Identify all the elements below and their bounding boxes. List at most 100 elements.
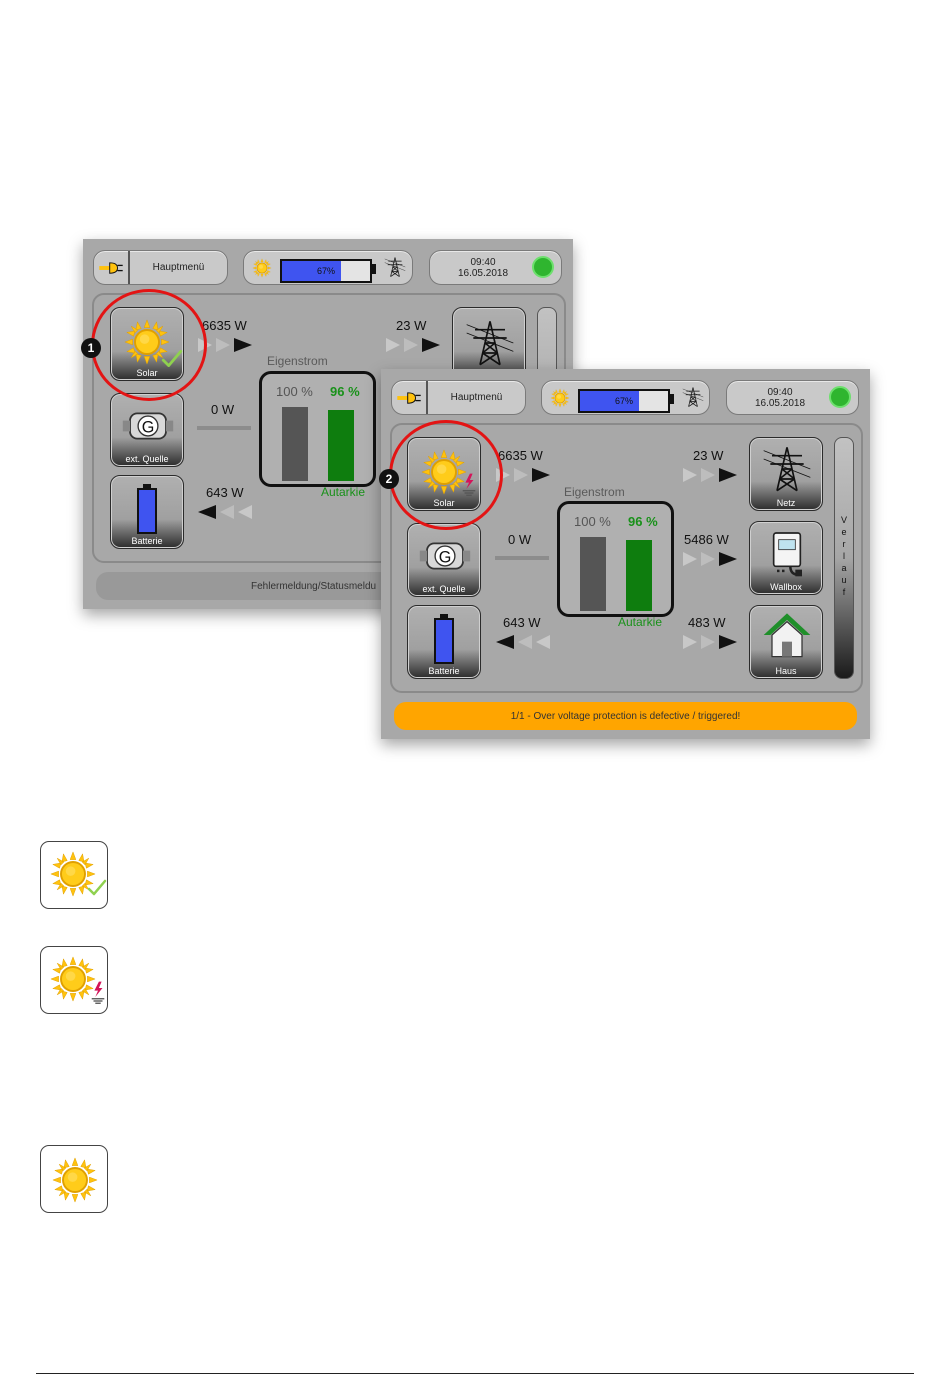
ext-source-label: ext. Quelle: [422, 584, 466, 594]
ext-power: 0 W: [211, 402, 235, 417]
datetime-display: 09:40 16.05.2018: [726, 380, 859, 415]
grid-power: 23 W: [396, 318, 427, 333]
pylon-icon: [762, 444, 812, 494]
flow-arrow-right: [386, 337, 446, 353]
battery-level-fill: [580, 391, 639, 411]
solar-power: 6635 W: [498, 448, 543, 463]
ext-power: 0 W: [508, 532, 532, 547]
generator-icon: [418, 538, 472, 574]
ext-source-tile[interactable]: ext. Quelle: [110, 393, 184, 467]
battery-level-text: 67%: [316, 266, 335, 276]
grid-label: Netz: [776, 498, 796, 508]
battery-level-text: 67%: [614, 396, 633, 406]
sun-check-icon: [40, 841, 108, 909]
history-letter: e: [841, 527, 847, 537]
battery-label: Batterie: [131, 536, 163, 546]
clock-date: 16.05.2018: [457, 268, 509, 279]
callout-marker: 1: [81, 338, 101, 358]
wallbox-power: 5486 W: [684, 532, 729, 547]
main-menu-button[interactable]: Hauptmenü: [93, 250, 228, 285]
flow-arrow-right: [683, 551, 743, 567]
battery-icon-tip: [440, 614, 448, 618]
battery-tile[interactable]: Batterie: [407, 605, 481, 679]
pylon-icon: [384, 256, 406, 278]
battery-tip: [372, 264, 376, 274]
generator-icon: [121, 408, 175, 444]
flow-arrow-right: [683, 467, 743, 483]
footer-rule: [36, 1373, 914, 1374]
grid-power: 23 W: [693, 448, 724, 463]
wallbox-tile[interactable]: Wallbox: [749, 521, 823, 595]
battery-level-fill: [282, 261, 341, 281]
history-letter: a: [841, 563, 847, 573]
autarkie-bar: [328, 410, 354, 481]
globe-icon[interactable]: [532, 256, 554, 278]
battery-level-bar: 67%: [578, 389, 670, 413]
history-letter: f: [842, 587, 846, 597]
eigenstrom-percent: 100 %: [574, 514, 611, 529]
highlight-circle: [389, 420, 503, 530]
battery-status-bar: 67%: [541, 380, 710, 415]
battery-status-bar: 67%: [243, 250, 413, 285]
eigenstrom-bar: [282, 407, 308, 481]
grid-tile[interactable]: [452, 307, 526, 381]
ext-source-tile[interactable]: ext. Quelle: [407, 523, 481, 597]
battery-label: Batterie: [428, 666, 460, 676]
globe-icon[interactable]: [829, 386, 851, 408]
history-letter: r: [842, 539, 846, 549]
self-consumption-box: 100 % 96 %: [259, 371, 376, 487]
house-power: 483 W: [688, 615, 726, 630]
highlight-circle: [91, 289, 207, 401]
sun-fault-icon: [40, 946, 108, 1014]
flow-arrow-right: [198, 337, 258, 353]
flow-arrow-right: [683, 634, 743, 650]
flow-arrow-left: [496, 634, 556, 650]
sun-icon: [252, 258, 272, 278]
history-letter: l: [843, 551, 845, 561]
flow-line: [197, 426, 251, 430]
history-letter: u: [841, 575, 847, 585]
main-menu-button[interactable]: Hauptmenü: [391, 380, 526, 415]
autarkie-label: Autarkie: [618, 615, 663, 629]
flow-line: [495, 556, 549, 560]
clock-time: 09:40: [470, 257, 496, 268]
autarkie-bar: [626, 540, 652, 611]
status-message-bar[interactable]: 1/1 - Over voltage protection is defecti…: [394, 702, 857, 730]
solar-power: 6635 W: [202, 318, 247, 333]
autarkie-percent: 96 %: [330, 384, 360, 399]
plug-icon: [94, 251, 130, 284]
callout-marker: 2: [379, 469, 399, 489]
history-letter: V: [840, 515, 847, 525]
sun-plain-icon: [40, 1145, 108, 1213]
autarkie-label: Autarkie: [321, 485, 366, 499]
main-menu-label: Hauptmenü: [450, 392, 503, 403]
flow-arrow-left: [198, 504, 258, 520]
battery-icon-tip: [143, 484, 151, 488]
battery-icon: [137, 488, 157, 534]
status-message-text: 1/1 - Over voltage protection is defecti…: [510, 710, 741, 722]
history-bar[interactable]: V e r l a u f: [834, 437, 854, 679]
clock-date: 16.05.2018: [754, 398, 806, 409]
self-consumption-box: 100 % 96 %: [557, 501, 674, 617]
house-label: Haus: [775, 666, 797, 676]
wallbox-icon: [762, 528, 812, 578]
datetime-display: 09:40 16.05.2018: [429, 250, 562, 285]
eigenstrom-bar: [580, 537, 606, 611]
pylon-icon: [682, 386, 704, 408]
battery-power: 643 W: [206, 485, 244, 500]
grid-tile[interactable]: Netz: [749, 437, 823, 511]
battery-level-bar: 67%: [280, 259, 372, 283]
battery-icon: [434, 618, 454, 664]
battery-power: 643 W: [503, 615, 541, 630]
house-tile[interactable]: Haus: [749, 605, 823, 679]
clock-time: 09:40: [767, 387, 793, 398]
eigenstrom-label: Eigenstrom: [564, 485, 625, 499]
sun-icon: [550, 388, 570, 408]
eigenstrom-percent: 100 %: [276, 384, 313, 399]
battery-tip: [670, 394, 674, 404]
battery-tile[interactable]: Batterie: [110, 475, 184, 549]
main-menu-label: Hauptmenü: [152, 262, 205, 273]
eigenstrom-label: Eigenstrom: [267, 354, 328, 368]
wallbox-label: Wallbox: [770, 582, 802, 592]
ext-source-label: ext. Quelle: [125, 454, 169, 464]
